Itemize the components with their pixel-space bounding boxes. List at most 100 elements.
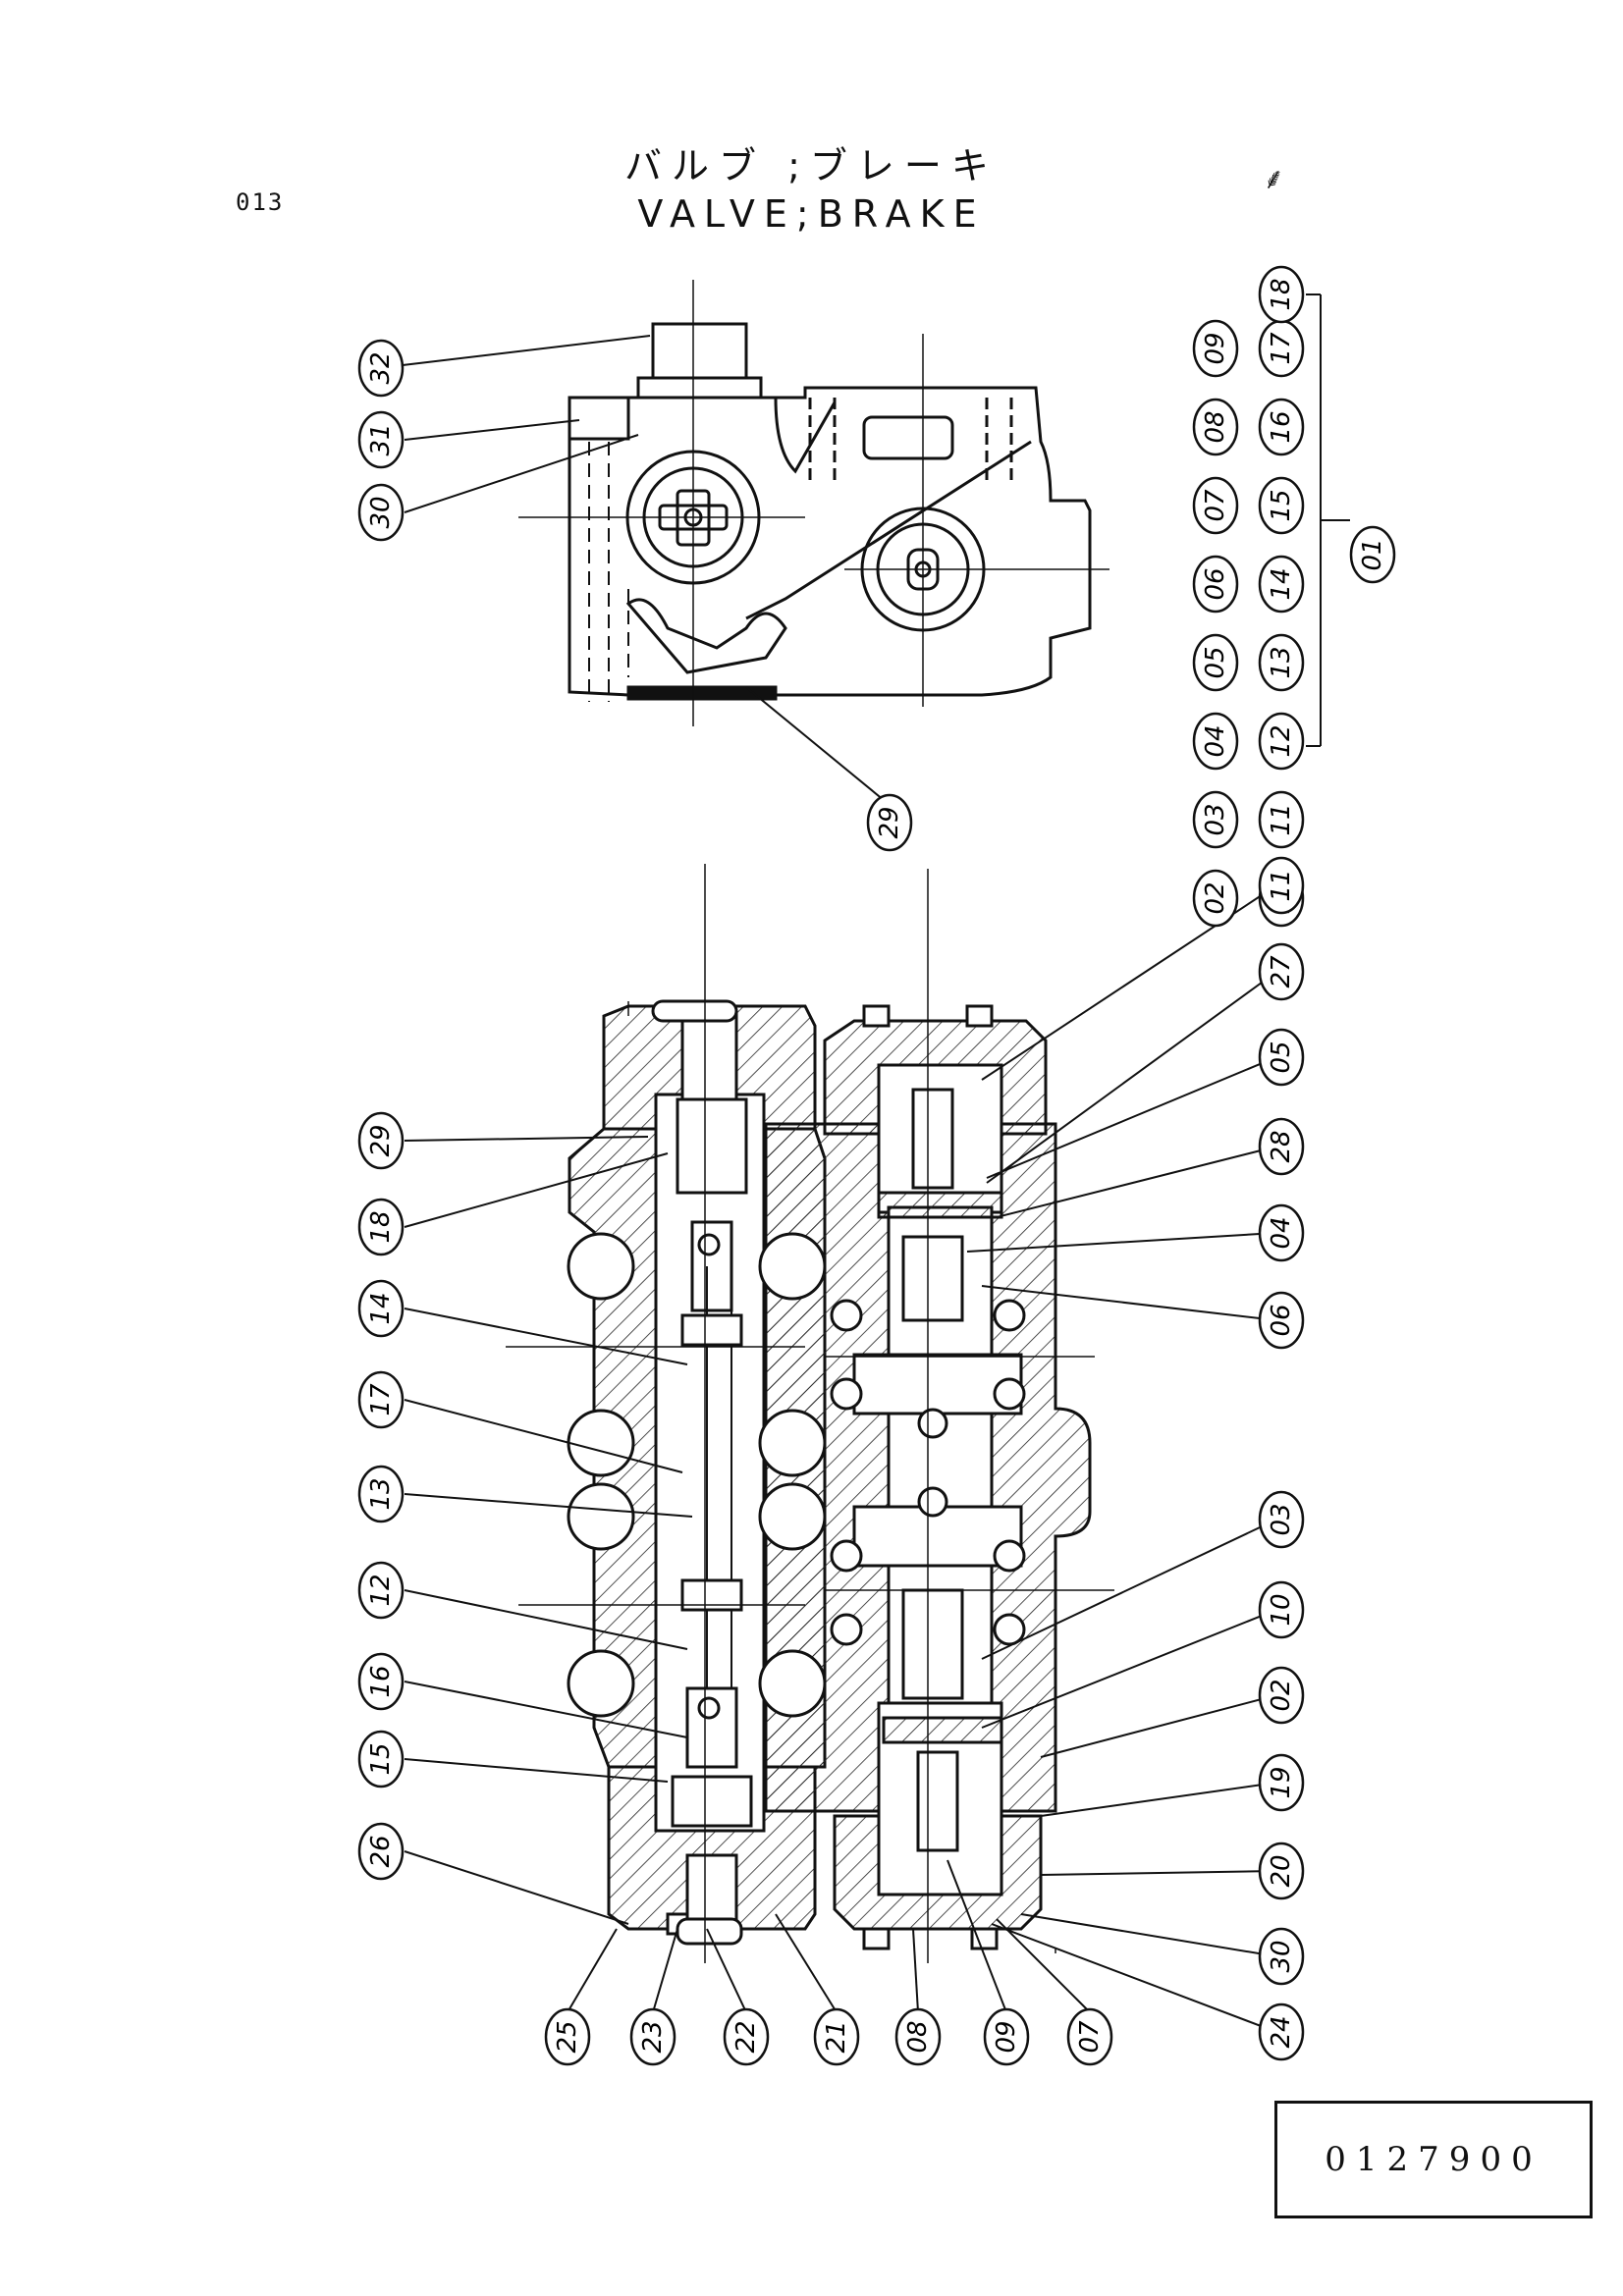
callout-label: 27 xyxy=(1267,955,1296,988)
callout-circle xyxy=(1258,1580,1305,1639)
callout-circle xyxy=(1258,790,1305,849)
callout-circle xyxy=(1258,398,1305,456)
callout-circle xyxy=(1192,790,1239,849)
section-left-callout: 16 xyxy=(357,1652,405,1711)
callout-circle xyxy=(357,1730,405,1789)
callout-label: 14 xyxy=(366,1292,396,1324)
callout-label: 29 xyxy=(366,1124,396,1156)
section-right-callout: 06 xyxy=(1258,1291,1305,1350)
title-japanese: バルブ ;ブレーキ xyxy=(624,144,999,187)
callout-circle xyxy=(1192,869,1239,928)
callout-label: 18 xyxy=(366,1210,396,1243)
section-left-callout: 17 xyxy=(357,1370,405,1429)
callout-circle xyxy=(1258,1753,1305,1812)
callout-circle xyxy=(357,483,405,542)
section-bottom-callout: 25 xyxy=(544,2007,591,2066)
callout-label: 02 xyxy=(1267,1679,1296,1711)
part-group-callout: 09 xyxy=(1192,319,1239,378)
callout-label: 09 xyxy=(1201,332,1230,364)
callout-label: 04 xyxy=(1267,1216,1296,1249)
callout-circle xyxy=(357,1822,405,1881)
group-bracket xyxy=(1306,294,1350,747)
section-right-callout: 05 xyxy=(1258,1028,1305,1087)
callout-bubbles: 09 08 07 06 05 04 03 02 17 16 15 14 13 12 11 10 18 01 32 31… xyxy=(357,265,1396,2066)
callout-circle xyxy=(1192,712,1239,771)
part-group-callout: 12 xyxy=(1258,712,1305,771)
callout-label: 06 xyxy=(1267,1304,1296,1336)
callout-circle xyxy=(544,2007,591,2066)
section-left-callout: 26 xyxy=(357,1822,405,1881)
callout-label: 19 xyxy=(1267,1766,1296,1798)
callout-circle xyxy=(1258,1117,1305,1176)
callout-label: 31 xyxy=(366,423,396,455)
section-right-callout: 20 xyxy=(1258,1842,1305,1900)
callout-circle xyxy=(357,410,405,469)
callout-circle xyxy=(629,2007,676,2066)
callout-label: 23 xyxy=(638,2020,668,2053)
callout-circle xyxy=(1258,712,1305,771)
callout-label: 09 xyxy=(992,2020,1021,2053)
callout-circle xyxy=(357,1111,405,1170)
callout-label: 21 xyxy=(822,2020,851,2053)
part-group-callout: 14 xyxy=(1258,555,1305,614)
callout-circle xyxy=(1258,2002,1305,2061)
top-view-callout: 29 xyxy=(866,793,913,852)
part-group-callout: 04 xyxy=(1192,712,1239,771)
callout-circle xyxy=(1258,555,1305,614)
callout-label: 02 xyxy=(1201,881,1230,914)
callout-circle xyxy=(1258,476,1305,535)
callout-circle xyxy=(1258,1490,1305,1549)
callout-label: 03 xyxy=(1201,803,1230,835)
title-english: VALVE;BRAKE xyxy=(637,192,986,236)
callout-label: 17 xyxy=(1267,332,1296,365)
callout-circle xyxy=(357,1652,405,1711)
callout-circle xyxy=(357,1279,405,1338)
callout-circle xyxy=(866,793,913,852)
callout-label: 16 xyxy=(1267,410,1296,443)
top-view-leaders xyxy=(402,335,891,806)
section-right-callout: 03 xyxy=(1258,1490,1305,1549)
section-left-callout: 14 xyxy=(357,1279,405,1338)
callout-label: 32 xyxy=(366,351,396,384)
callout-label: 30 xyxy=(1267,1940,1296,1972)
callout-label: 07 xyxy=(1075,2020,1105,2054)
part-group-callout: 03 xyxy=(1192,790,1239,849)
callout-label: 13 xyxy=(366,1477,396,1510)
callout-label: 11 xyxy=(1267,869,1296,901)
callout-label: 30 xyxy=(366,496,396,528)
callout-label: 10 xyxy=(1267,1593,1296,1626)
callout-label: 03 xyxy=(1267,1503,1296,1535)
callout-label: 16 xyxy=(366,1665,396,1697)
top-view xyxy=(518,280,1109,726)
section-bottom-callout: 09 xyxy=(983,2007,1030,2066)
callout-circle xyxy=(1192,398,1239,456)
section-right-callout: 30 xyxy=(1258,1927,1305,1986)
part-group-callout: 13 xyxy=(1258,633,1305,692)
callout-circle xyxy=(1258,942,1305,1001)
callout-circle xyxy=(1258,1028,1305,1087)
section-left-callout: 29 xyxy=(357,1111,405,1170)
top-view-callout: 30 xyxy=(357,483,405,542)
top-view-callout: 32 xyxy=(357,339,405,398)
callout-label: 24 xyxy=(1267,2015,1296,2048)
part-group-label: 01 xyxy=(1349,525,1396,584)
callout-label: 14 xyxy=(1267,567,1296,600)
section-bottom-callout: 07 xyxy=(1066,2007,1113,2066)
callout-label: 08 xyxy=(1201,410,1230,443)
callout-circle xyxy=(723,2007,770,2066)
callout-label: 18 xyxy=(1267,278,1296,310)
callout-circle xyxy=(1258,1203,1305,1262)
callout-label: 25 xyxy=(553,2020,582,2053)
callout-circle xyxy=(1192,476,1239,535)
part-group-callout: 08 xyxy=(1192,398,1239,456)
part-group-callout: 07 xyxy=(1192,476,1239,535)
section-right-callout: 28 xyxy=(1258,1117,1305,1176)
callout-label: 12 xyxy=(366,1574,396,1606)
document-number: 0127900 xyxy=(1325,2140,1542,2179)
callout-label: 07 xyxy=(1201,489,1230,522)
callout-circle xyxy=(1192,319,1239,378)
callout-label: 11 xyxy=(1267,803,1296,835)
section-bottom-callout: 23 xyxy=(629,2007,676,2066)
callout-label: 15 xyxy=(366,1742,396,1775)
